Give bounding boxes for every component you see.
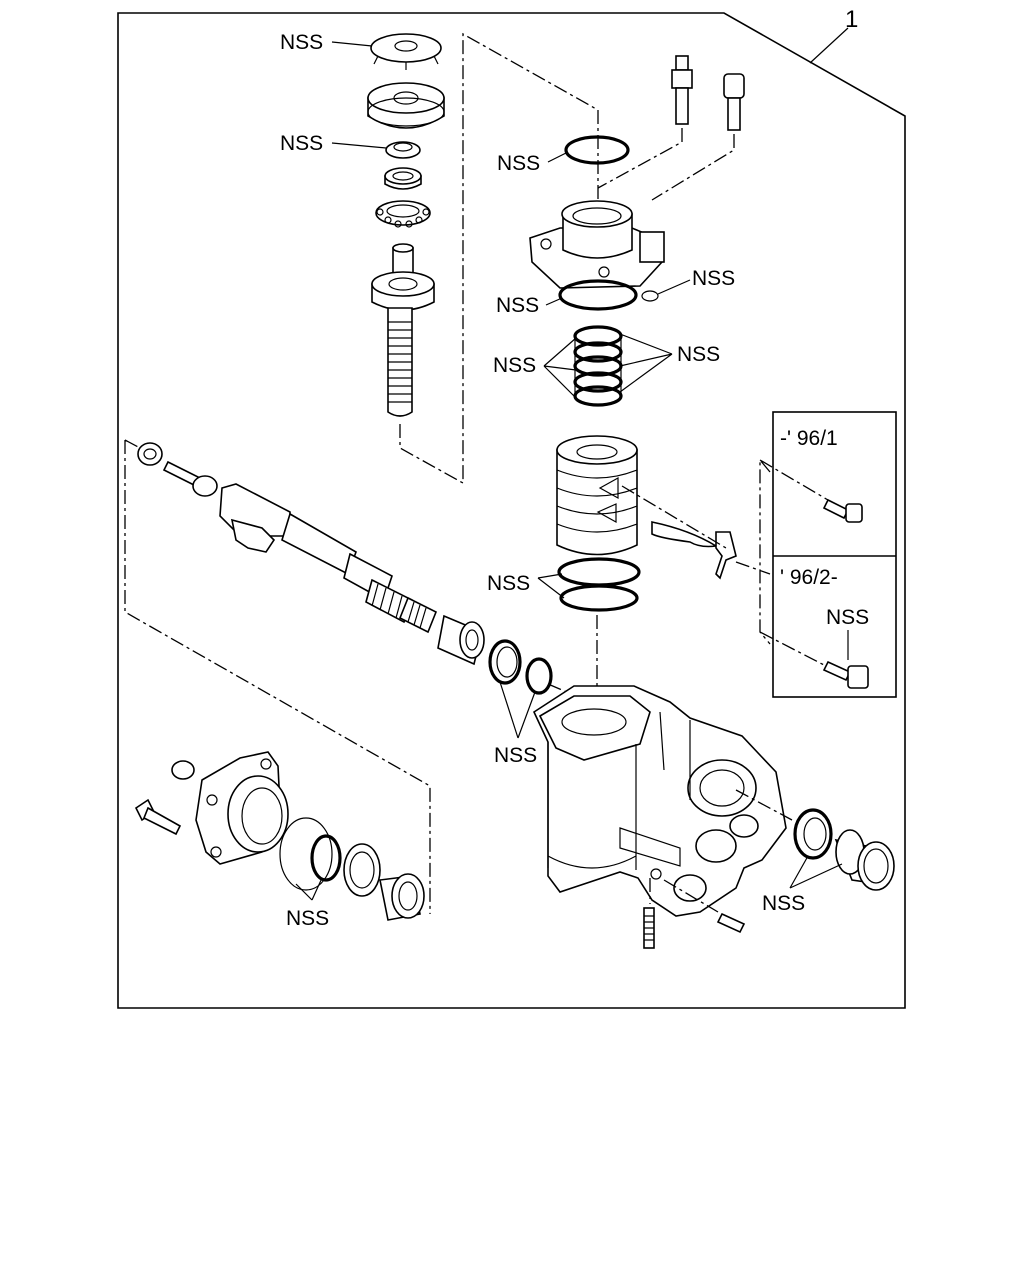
version-inset: -' 96/1 ' 96/2- NSS [772, 411, 897, 698]
ball-return-guide [651, 521, 719, 548]
upper-bearing-race [384, 167, 422, 190]
svg-text:NSS: NSS [497, 152, 540, 175]
port-fitting [834, 829, 895, 891]
clamp [715, 531, 737, 580]
adjuster-plug [367, 82, 445, 129]
svg-text:NSS: NSS [280, 132, 323, 155]
o-ring-mid [558, 279, 638, 311]
cover-o-ring [279, 817, 333, 891]
fitting-centerline [597, 128, 735, 201]
needle-bearing-upper [437, 614, 485, 666]
inset-nss-label: NSS [826, 606, 869, 629]
cover-bushing [343, 843, 381, 897]
fitting-bolt-left [671, 55, 693, 125]
housing-side-bolt [716, 912, 746, 934]
housing-bolt-guides [649, 878, 719, 913]
valve-housing [529, 200, 665, 289]
nss-label-top-disc: NSS [280, 31, 373, 54]
worm-shaft [371, 243, 435, 417]
seal-rings-stack [573, 325, 623, 407]
cover-seal [310, 834, 342, 882]
needle-bearing-lower [379, 873, 425, 921]
nss-label-o-ring-small: NSS [657, 267, 735, 295]
piston-clamp-leader [621, 485, 727, 549]
svg-text:NSS: NSS [280, 31, 323, 54]
svg-text:NSS: NSS [286, 907, 329, 930]
port-centerline [735, 789, 793, 821]
fitting-bolt-right [723, 73, 745, 131]
gear-housing [532, 685, 787, 917]
inset-bracket [735, 458, 829, 667]
inset-early-range: -' 96/1 [780, 427, 838, 450]
nss-label-seal-stack-left: NSS [493, 337, 577, 399]
nss-label-o-ring-top: NSS [497, 151, 569, 175]
nss-label-shaft-seal: NSS [280, 132, 387, 155]
ball-bearing [375, 200, 431, 228]
nss-label-seal-stack-right: NSS [619, 333, 720, 393]
top-seal-disc [370, 33, 442, 70]
adjusting-screw [162, 460, 218, 497]
worm-shaft-centerline [399, 32, 599, 485]
bolt-late [822, 660, 869, 689]
svg-text:NSS: NSS [487, 572, 530, 595]
port-seal [793, 808, 833, 860]
callout-leader [809, 27, 849, 64]
svg-text:NSS: NSS [494, 744, 537, 767]
piston-seal-rings [557, 557, 641, 612]
sector-seal-b [525, 657, 553, 695]
cover-nut [171, 760, 195, 780]
inset-late-range: ' 96/2- [780, 566, 838, 589]
nss-label-cover-seals: NSS [286, 877, 329, 930]
svg-text:NSS: NSS [496, 294, 539, 317]
o-ring-top [564, 135, 630, 165]
rack-piston [556, 435, 638, 556]
svg-text:NSS: NSS [493, 354, 536, 377]
callout-number: 1 [845, 6, 858, 33]
diagram-frame [117, 12, 906, 1009]
lock-nut [137, 442, 163, 466]
nss-label-port-seal: NSS [762, 855, 843, 915]
nss-label-o-ring-mid: NSS [496, 294, 563, 317]
side-cover [195, 751, 289, 865]
nss-label-piston-rings: NSS [487, 572, 565, 599]
o-ring-small [641, 290, 659, 302]
sector-shaft [219, 483, 438, 634]
sector-seal-a [488, 639, 522, 685]
svg-text:NSS: NSS [677, 343, 720, 366]
shaft-seal [385, 141, 421, 159]
bolt-early [822, 498, 863, 523]
cover-bolt [134, 798, 182, 836]
nss-label-sector-seals: NSS [494, 681, 537, 767]
svg-text:NSS: NSS [762, 892, 805, 915]
housing-plug-bolt [643, 907, 655, 949]
svg-text:NSS: NSS [692, 267, 735, 290]
